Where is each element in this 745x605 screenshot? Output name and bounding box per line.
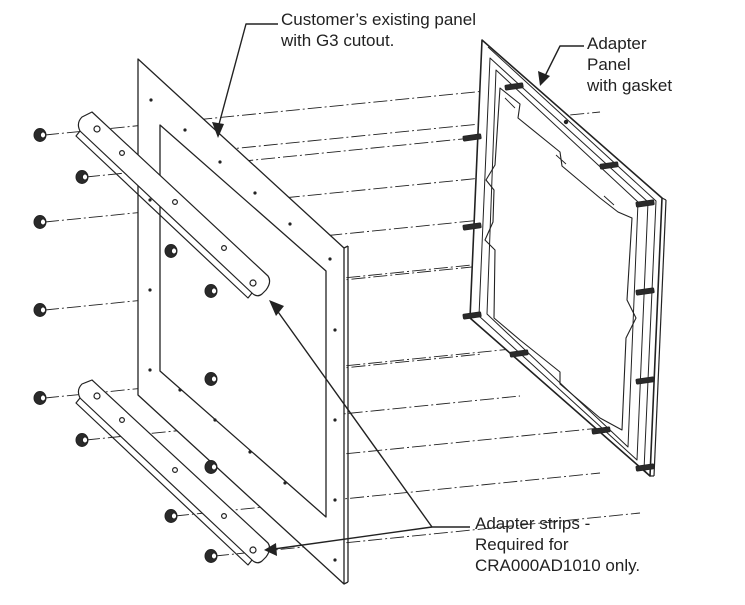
adapter-panel-label-line-3: with gasket	[587, 76, 673, 95]
nut	[164, 244, 178, 258]
nut	[204, 372, 218, 386]
adapter-panel-label-line-2: Panel	[587, 55, 631, 74]
nut	[204, 549, 218, 563]
nut	[33, 391, 47, 405]
nut	[204, 284, 218, 298]
adapter-strips-label-line-2: Required for	[475, 535, 569, 554]
customer-panel-label: Customer’s existing panel with G3 cutout…	[281, 9, 476, 51]
nuts	[33, 128, 218, 563]
nut	[33, 303, 47, 317]
nut	[33, 215, 47, 229]
adapter-panel-label: Adapter Panel with gasket	[587, 33, 672, 96]
adapter-strips-label-line-3: CRA000AD1010 only.	[475, 556, 641, 575]
arrowheads	[212, 71, 550, 556]
customer-panel-label-line-2: with G3 cutout.	[281, 31, 395, 50]
nut	[164, 509, 178, 523]
adapter-panel-label-line-1: Adapter	[587, 34, 647, 53]
adapter-panel	[462, 39, 667, 477]
customer-panel-label-line-1: Customer’s existing panel	[281, 10, 476, 29]
customer-panel	[137, 58, 349, 585]
adapter-strips-label-line-1: Adapter strips -	[475, 514, 591, 533]
nut	[33, 128, 47, 142]
nut	[204, 460, 218, 474]
adapter-strip-top	[75, 111, 271, 299]
adapter-strips-label: Adapter strips - Required for CRA000AD10…	[475, 513, 640, 576]
nut	[75, 433, 89, 447]
nut	[75, 170, 89, 184]
leader-lines	[217, 23, 584, 550]
